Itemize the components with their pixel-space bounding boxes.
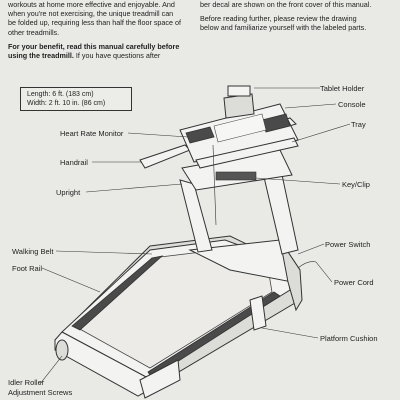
label-platform-cushion: Platform Cushion bbox=[320, 334, 378, 343]
leader-console bbox=[284, 103, 337, 109]
label-walking-belt: Walking Belt bbox=[12, 247, 54, 256]
intro-line-3: be folded up, requiring less than half t… bbox=[8, 18, 182, 28]
leader-walking-belt bbox=[55, 250, 153, 255]
label-idler-roller: Idler Roller bbox=[8, 378, 45, 387]
leader-key-clip bbox=[255, 177, 341, 185]
safety-key-cord bbox=[212, 144, 217, 226]
read-manual-notice: For your benefit, read this manual caref… bbox=[8, 42, 193, 60]
leader-power-switch bbox=[297, 243, 325, 255]
label-foot-rail: Foot Rail bbox=[12, 264, 42, 273]
label-heart-rate-monitor: Heart Rate Monitor bbox=[60, 129, 124, 138]
rear-foot bbox=[139, 359, 181, 399]
intro-line-1: workouts at home more effective and enjo… bbox=[8, 0, 175, 9]
label-key-clip: Key/Clip bbox=[342, 180, 370, 189]
tablet-holder bbox=[223, 93, 255, 119]
notice-bold-line-2: using the treadmill. bbox=[8, 51, 74, 61]
intro-text-right: ber decal are shown on the front cover o… bbox=[200, 0, 395, 38]
label-power-cord: Power Cord bbox=[334, 278, 374, 287]
review-line-2: below and familiarize yourself with the … bbox=[200, 23, 367, 33]
console-center bbox=[213, 113, 267, 143]
leader-upright bbox=[85, 183, 183, 193]
review-paragraph: Before reading further, please review th… bbox=[200, 14, 395, 32]
label-handrail: Handrail bbox=[60, 158, 88, 167]
intro-text-left: workouts at home more effective and enjo… bbox=[8, 0, 193, 65]
leader-tray bbox=[291, 123, 351, 143]
leader-idler-roller bbox=[39, 355, 63, 385]
review-line-1: Before reading further, please review th… bbox=[200, 14, 357, 24]
leader-platform-cushion bbox=[261, 327, 319, 339]
key-slot bbox=[215, 171, 257, 181]
decal-line: ber decal are shown on the front cover o… bbox=[200, 0, 372, 9]
leader-foot-rail bbox=[41, 267, 101, 293]
idler-roller bbox=[55, 339, 69, 361]
notice-rest: If you have questions after bbox=[73, 51, 161, 61]
hood-side bbox=[279, 239, 303, 312]
intro-line-2: when you're not exercising, the unique t… bbox=[8, 9, 174, 19]
foot-rail-left bbox=[71, 255, 164, 331]
label-console: Console bbox=[338, 100, 366, 109]
tablet-holder-top bbox=[227, 85, 251, 97]
leader-heart-rate bbox=[127, 132, 189, 138]
width-text: Width: 2 ft. 10 in. (86 cm) bbox=[27, 100, 106, 107]
platform-cushion bbox=[249, 295, 267, 331]
label-adjustment-screws: Adjustment Screws bbox=[8, 388, 72, 397]
handrail-left bbox=[139, 144, 191, 169]
tray bbox=[195, 137, 299, 169]
console-display-left bbox=[185, 126, 215, 144]
intro-line-4: other treadmills. bbox=[8, 27, 60, 37]
dimensions-box: Length: 6 ft. (183 cm) Width: 2 ft. 10 i… bbox=[20, 87, 132, 111]
upright-left bbox=[179, 179, 213, 253]
label-tray: Tray bbox=[351, 120, 366, 129]
intro-paragraph: workouts at home more effective and enjo… bbox=[8, 0, 193, 37]
length-text: Length: 6 ft. (183 cm) bbox=[27, 91, 94, 98]
label-power-switch: Power Switch bbox=[325, 240, 370, 249]
leader-power-cord bbox=[315, 261, 333, 283]
decal-paragraph: ber decal are shown on the front cover o… bbox=[200, 0, 395, 9]
notice-bold-line-1: For your benefit, read this manual caref… bbox=[8, 41, 180, 51]
label-upright: Upright bbox=[56, 188, 81, 197]
label-tablet-holder: Tablet Holder bbox=[320, 84, 365, 93]
power-cord-line bbox=[297, 261, 317, 269]
